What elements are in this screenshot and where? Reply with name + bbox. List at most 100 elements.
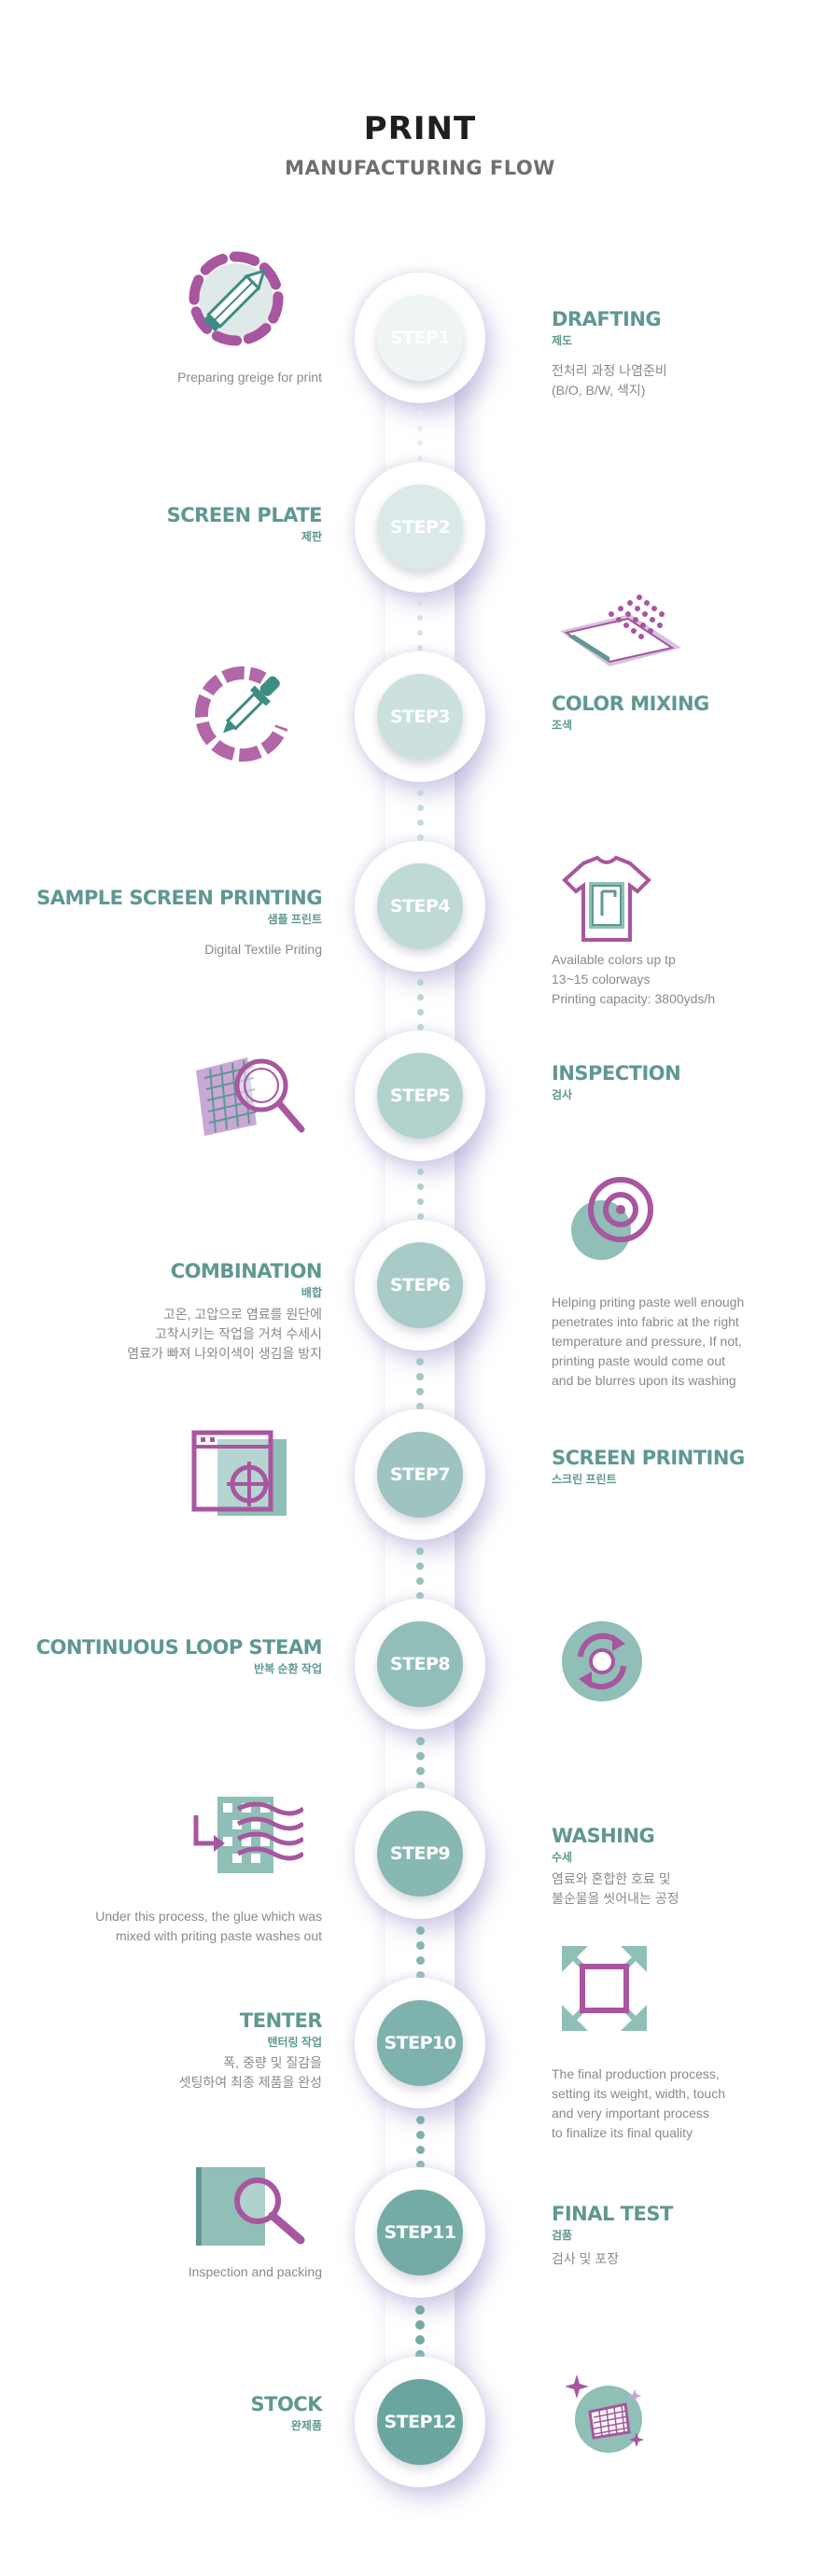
step10-note-2: setting its weight, width, touch [552, 2086, 725, 2101]
step1-note: Preparing greige for print [177, 370, 322, 385]
step2-ko: 제판 [301, 530, 322, 543]
step4-note-1: Available colors up tp [552, 952, 676, 967]
connector-dot [415, 2161, 425, 2169]
step4-ko: 샘플 프린트 [267, 913, 322, 926]
step6-desc-2: 고착시키는 작업을 거쳐 수세시 [154, 1326, 322, 1341]
step-badge: STEP9 [377, 1811, 463, 1897]
connector-dot [416, 1562, 424, 1570]
connector-dot [415, 1782, 425, 1790]
step-label: STEP9 [389, 1843, 451, 1864]
screen-plate-icon [560, 595, 681, 666]
connector-dot [416, 1169, 424, 1175]
dropper-icon [194, 665, 291, 763]
step11-ko: 검품 [552, 2229, 573, 2242]
step6-note-2: penetrates into fabric at the right [552, 1314, 739, 1329]
step-badge: STEP5 [377, 1053, 463, 1139]
connector-dot [417, 615, 423, 621]
step-badge: STEP10 [377, 2000, 463, 2086]
step10-note-3: and very important process [552, 2106, 709, 2121]
connector-dot [417, 426, 423, 431]
connector-dot [415, 2131, 425, 2139]
connector-dot [416, 979, 424, 986]
connector-dot [416, 1547, 424, 1555]
step5-title: INSPECTION [552, 1062, 681, 1085]
connector-dot [415, 1767, 425, 1775]
connector-dot [416, 805, 424, 811]
step-circle: STEP11 [355, 2167, 485, 2298]
step6-note-5: and be blurres upon its washing [552, 1373, 736, 1388]
step-circle: STEP5 [355, 1030, 485, 1161]
step7-ko: 스크린 프린트 [552, 1473, 617, 1486]
step10-note-4: to finalize its final quality [552, 2125, 693, 2140]
step-circle: STEP3 [355, 651, 485, 782]
step-badge: STEP1 [377, 295, 463, 381]
step4-title: SAMPLE SCREEN PRINTING [36, 887, 322, 909]
step9-note-2: mixed with priting paste washes out [116, 1928, 322, 1943]
connector-dot [415, 2305, 425, 2315]
step-circle: STEP1 [355, 273, 485, 403]
step-circle: STEP9 [355, 1788, 485, 1919]
step-circle: STEP8 [355, 1599, 485, 1729]
crosshair-window-icon [191, 1430, 287, 1516]
step-label: STEP11 [384, 2222, 457, 2243]
step1-desc-1: 전처리 과정 나염준비 [552, 363, 667, 378]
connector-dot [416, 1198, 424, 1205]
tshirt-icon [562, 855, 651, 942]
step6-ko: 배합 [301, 1286, 322, 1299]
connector-dot [416, 1213, 424, 1220]
step11-note: Inspection and packing [188, 2264, 322, 2279]
step9-desc-2: 불순물을 씻어내는 공정 [552, 1891, 679, 1906]
step-badge: STEP6 [377, 1242, 463, 1328]
target-circle-icon [571, 1177, 653, 1260]
step6-desc-1: 고온, 고압으로 염료를 원단에 [162, 1307, 322, 1322]
step-label: STEP6 [389, 1275, 451, 1295]
step10-title: TENTER [239, 2009, 323, 2032]
connector-dot [415, 1926, 425, 1935]
connector-dot [415, 1752, 425, 1760]
step-badge: STEP4 [377, 863, 463, 949]
step2-title: SCREEN PLATE [166, 504, 323, 526]
wave-fabric-icon [193, 1797, 303, 1873]
step-badge: STEP11 [377, 2190, 463, 2275]
connector-dot [416, 1373, 424, 1380]
step-label: STEP1 [389, 328, 451, 348]
step1-title: DRAFTING [552, 308, 662, 330]
step6-title: COMBINATION [170, 1260, 323, 1282]
step1-ko: 제도 [552, 334, 573, 347]
connector-dot [416, 1577, 424, 1585]
connector-dot [415, 2335, 425, 2345]
step10-ko: 텐터링 작업 [267, 2036, 322, 2049]
step-circle: STEP12 [355, 2357, 485, 2487]
step7-title: SCREEN PRINTING [552, 1447, 745, 1469]
step8-title: CONTINUOUS LOOP STEAM [35, 1636, 323, 1659]
step11-title: FINAL TEST [552, 2203, 673, 2225]
step-label: STEP2 [389, 517, 451, 538]
step4-desc: Digital Textile Priting [204, 942, 322, 957]
step-badge: STEP3 [377, 674, 463, 760]
magnifier-doc-icon [196, 2167, 305, 2246]
step-label: STEP5 [389, 1085, 451, 1106]
step12-title: STOCK [250, 2393, 323, 2415]
step-circle: STEP4 [355, 841, 485, 972]
expand-icon [562, 1946, 647, 2031]
connector-dot [415, 2320, 425, 2330]
step6-note-3: temperature and pressure, If not, [552, 1334, 742, 1349]
step-badge: STEP7 [377, 1432, 463, 1518]
step-circle: STEP10 [355, 1978, 485, 2108]
step6-note-4: printing paste would come out [552, 1353, 725, 1368]
connector-dot [416, 1388, 424, 1395]
connector-dot [416, 1403, 424, 1410]
connector-dot [415, 1737, 425, 1745]
connector-dot [415, 1971, 425, 1980]
step-badge: STEP2 [377, 484, 463, 570]
step9-title: WASHING [552, 1825, 655, 1847]
step3-ko: 조색 [552, 719, 573, 732]
step-circle: STEP2 [355, 462, 485, 593]
connector-dot [415, 2350, 425, 2359]
step-circle: STEP6 [355, 1220, 485, 1351]
connector-dot [416, 790, 424, 796]
page-title: PRINT [363, 110, 477, 147]
connector-dot [416, 1009, 424, 1015]
connector-dot [415, 1941, 425, 1950]
step10-desc-2: 셋팅하여 최종 제품을 완성 [178, 2075, 322, 2090]
